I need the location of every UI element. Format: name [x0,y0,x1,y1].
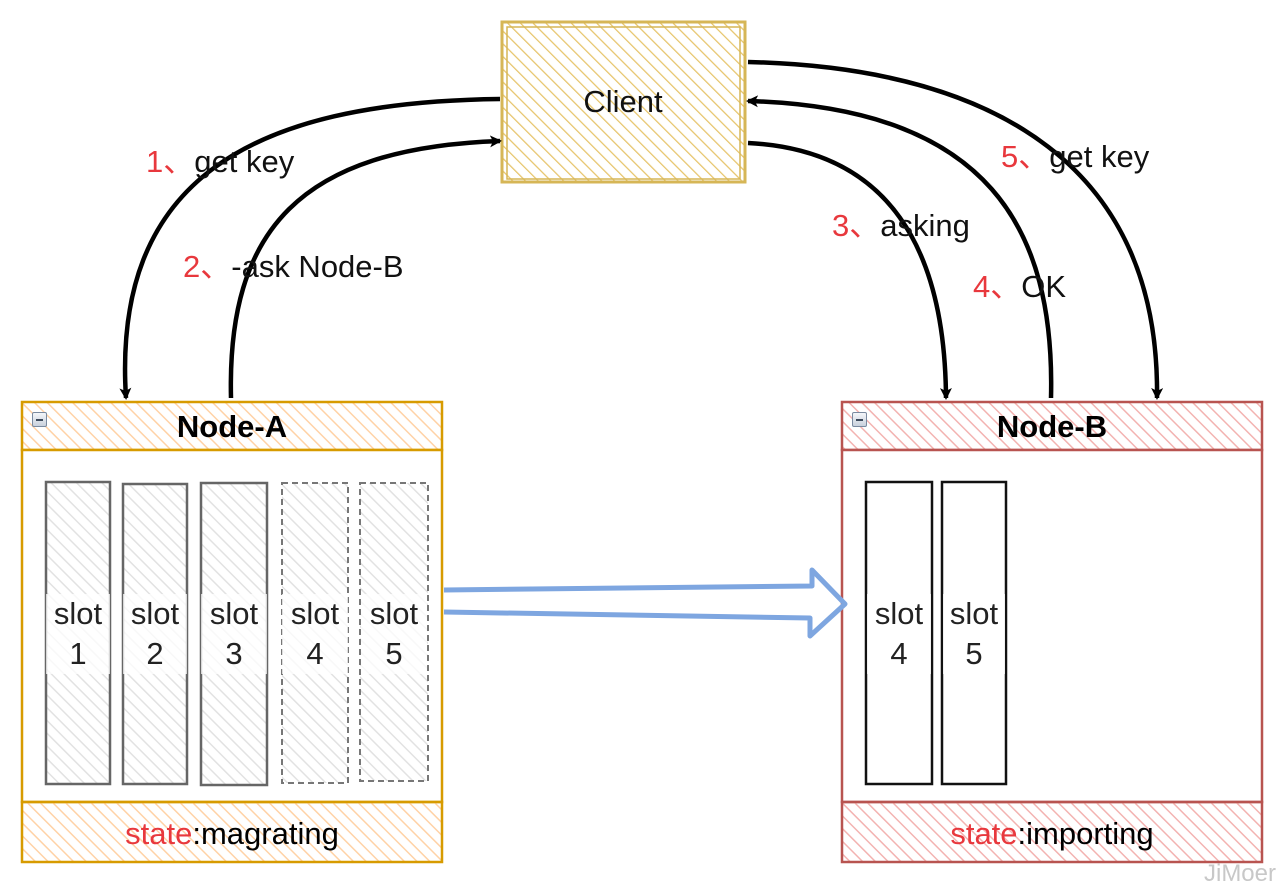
step-5-number: 5、 [1001,139,1050,174]
slot-number: 5 [965,636,983,671]
node-a-slot-4: slot 4 [282,594,348,674]
node-a-state-keyword: state [125,816,193,851]
client-node: Client [500,20,746,184]
node-b-state: state:importing [842,818,1262,849]
node-a-slot-5: slot 5 [361,594,427,674]
migration-arrow [443,567,848,639]
slot-word: slot [290,596,340,631]
step-2-label: 2、-ask Node-B [183,251,404,282]
step-3-number: 3、 [832,208,881,243]
node-b-slot-5: slot 5 [943,594,1005,674]
slot-word: slot [209,596,259,631]
step-4-number: 4、 [973,269,1022,304]
node-a-state-value: :magrating [192,816,339,851]
step-1-label: 1、get key [146,146,294,177]
slot-word: slot [130,596,180,631]
node-b-slot-4: slot 4 [867,594,931,674]
slot-word: slot [53,596,103,631]
node-a-slot-2: slot 2 [123,594,187,674]
slot-number: 4 [306,636,324,671]
arrow-ask-node-b-to-client [228,135,502,399]
arrow-ok-to-client [746,95,1054,399]
client-box-shape [500,20,747,184]
step-1-text: get key [194,144,295,179]
slot-word: slot [949,596,999,631]
node-b-state-value: :importing [1017,816,1154,851]
step-2-number: 2、 [183,249,232,284]
step-3-text: asking [880,208,970,243]
node-a-slot-1: slot 1 [46,594,110,674]
slot-number: 1 [69,636,87,671]
slot-word: slot [874,596,924,631]
arrow-get-key-to-node-a [119,96,501,400]
node-a-title: Node-A [176,409,288,444]
slot-word: slot [369,596,419,631]
step-4-text: OK [1021,269,1067,304]
node-b-title: Node-B [996,409,1108,444]
node-a-slot-3: slot 3 [201,594,267,674]
slot-number: 5 [385,636,403,671]
step-1-number: 1、 [146,144,195,179]
step-4-label: 4、OK [973,271,1066,302]
node-a-state: state:magrating [22,818,442,849]
slot-number: 4 [890,636,908,671]
step-2-text: -ask Node-B [231,249,404,284]
arrow-asking-to-node-b [747,140,952,400]
node-b-collapse-icon[interactable] [852,412,867,427]
arrow-get-key-to-node-b [747,59,1164,400]
step-5-text: get key [1049,139,1150,174]
slot-number: 2 [146,636,164,671]
node-a-collapse-icon[interactable] [32,412,47,427]
step-5-label: 5、get key [1001,141,1149,172]
watermark: JiMoer [1203,860,1276,887]
slot-number: 3 [225,636,243,671]
step-3-label: 3、asking [832,210,970,241]
node-b-state-keyword: state [950,816,1018,851]
client-label: Client [583,84,663,119]
connection-arrows [119,59,1164,400]
